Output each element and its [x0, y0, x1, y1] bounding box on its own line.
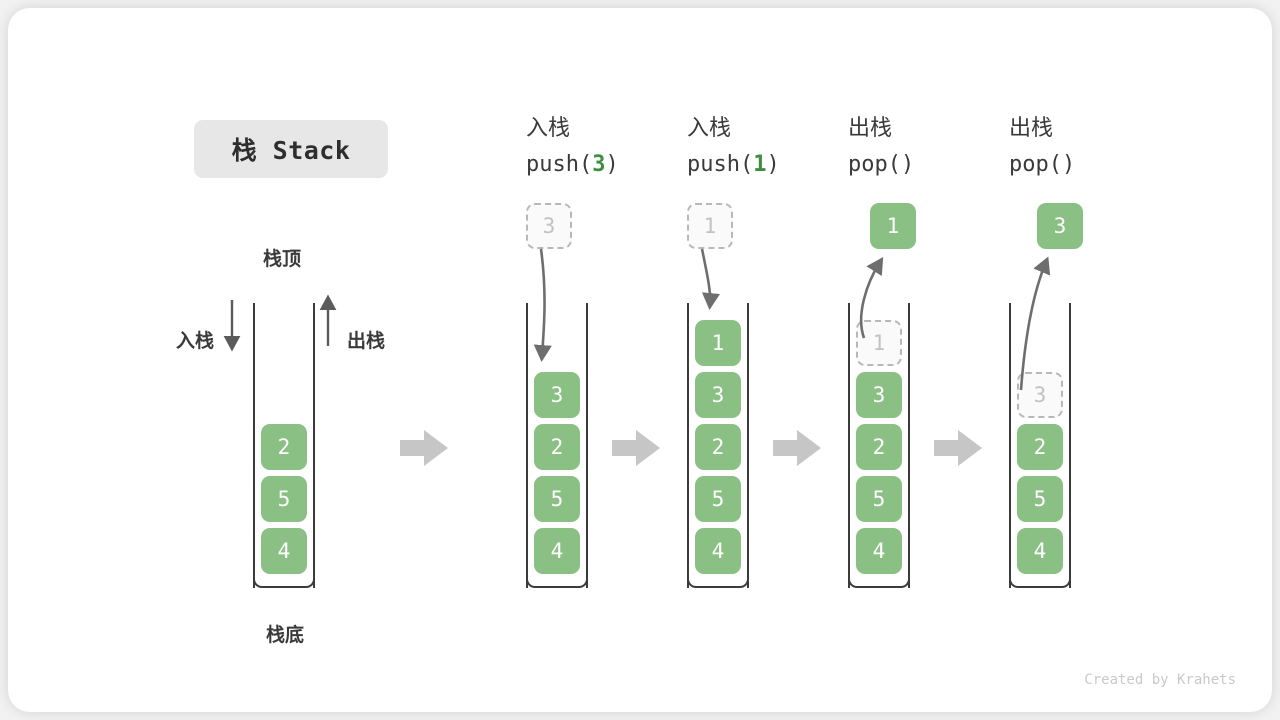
stage-op-code-2: push(1)	[687, 152, 780, 177]
stage-op-cjk-3: 出栈	[848, 116, 893, 141]
stack-cell-ghost: 3	[1017, 372, 1063, 418]
stack-floor	[848, 554, 910, 588]
stage-stack-1	[526, 303, 588, 588]
stack-wall-left	[253, 303, 255, 588]
stack-cell: 2	[261, 424, 307, 470]
reference-stack-container	[253, 303, 315, 588]
stack-cell: 5	[261, 476, 307, 522]
stack-top-label: 栈顶	[263, 249, 302, 270]
stack-cell: 3	[695, 372, 741, 418]
stack-cell: 4	[261, 528, 307, 574]
stage-label-2: 入栈 push(1)	[687, 111, 780, 183]
stack-cell-ghost: 1	[856, 320, 902, 366]
stage-label-1: 入栈 push(3)	[526, 111, 619, 183]
stack-cell: 2	[856, 424, 902, 470]
stack-cell: 1	[695, 320, 741, 366]
diagram-card: 栈 Stack 栈顶 入栈 出栈 栈底 2 5 4 入栈 push(3) 3 3…	[8, 8, 1272, 712]
stage-label-3: 出栈 pop()	[848, 111, 914, 183]
credit-text: Created by Krahets	[1084, 672, 1236, 688]
stack-wall-right	[586, 303, 588, 588]
stack-floor	[253, 554, 315, 588]
stage-flow-arrow-2	[612, 430, 660, 466]
stack-cell: 5	[856, 476, 902, 522]
stack-floor	[1009, 554, 1071, 588]
stack-cell: 4	[534, 528, 580, 574]
push-direction-label: 入栈	[176, 331, 215, 352]
floating-cell-3: 1	[870, 203, 916, 249]
title-text: 栈 Stack	[231, 136, 351, 165]
stage-op-cjk-4: 出栈	[1009, 116, 1054, 141]
stack-wall-right	[313, 303, 315, 588]
stack-wall-left	[848, 303, 850, 588]
title-badge: 栈 Stack	[194, 120, 388, 178]
stage-op-code-1: push(3)	[526, 152, 619, 177]
stack-cell: 5	[534, 476, 580, 522]
stack-cell: 3	[534, 372, 580, 418]
stack-cell: 2	[1017, 424, 1063, 470]
floating-cell-2: 1	[687, 203, 733, 249]
arrows-overlay	[223, 248, 1051, 466]
stage-label-4: 出栈 pop()	[1009, 111, 1075, 183]
push-curve-arrow-2	[700, 248, 721, 310]
pop-direction-label: 出栈	[347, 331, 386, 352]
stage-op-cjk-1: 入栈	[526, 116, 571, 141]
stack-cell: 3	[856, 372, 902, 418]
floating-cell-4: 3	[1037, 203, 1083, 249]
stage-op-cjk-2: 入栈	[687, 116, 732, 141]
stack-bottom-label: 栈底	[266, 625, 305, 646]
stack-wall-right	[747, 303, 749, 588]
stack-cell: 4	[856, 528, 902, 574]
stage-stack-3	[848, 303, 910, 588]
stage-flow-arrow-4	[934, 430, 982, 466]
stack-wall-left	[526, 303, 528, 588]
stage-flow-arrow-1	[400, 430, 448, 466]
stack-cell: 2	[534, 424, 580, 470]
floating-cell-1: 3	[526, 203, 572, 249]
stage-op-code-4: pop()	[1009, 152, 1076, 177]
stack-cell: 2	[695, 424, 741, 470]
stack-floor	[687, 554, 749, 588]
stack-cell: 4	[695, 528, 741, 574]
stack-wall-left	[1009, 303, 1011, 588]
stack-cell: 5	[695, 476, 741, 522]
stack-wall-right	[908, 303, 910, 588]
stage-flow-arrow-3	[773, 430, 821, 466]
stage-stack-2	[687, 303, 749, 588]
stack-floor	[526, 554, 588, 588]
stage-op-code-3: pop()	[848, 152, 915, 177]
stack-wall-left	[687, 303, 689, 588]
stack-cell: 5	[1017, 476, 1063, 522]
stack-wall-right	[1069, 303, 1071, 588]
stack-cell: 4	[1017, 528, 1063, 574]
stage-stack-4	[1009, 303, 1071, 588]
